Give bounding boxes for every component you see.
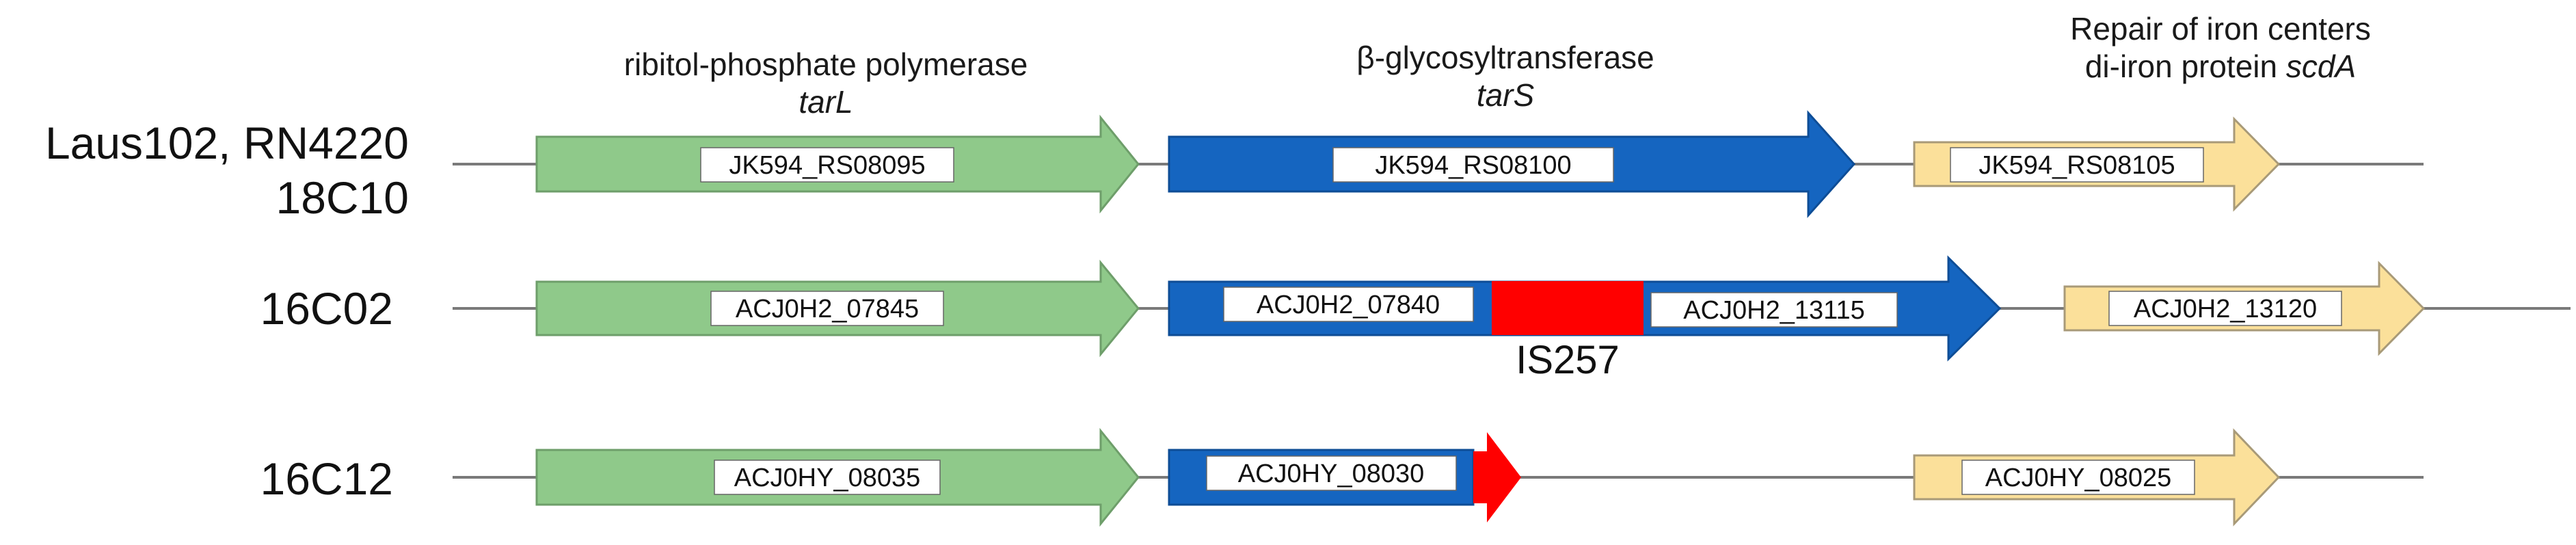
gene-arrow-scdA: ACJ0H2_13120 (2063, 261, 2426, 356)
gene-label: ACJ0HY_08025 (1985, 464, 2172, 492)
gene-arrow-tarL: ACJ0HY_08035 (535, 427, 1140, 527)
gene-label: ACJ0H2_13120 (2134, 295, 2317, 323)
insertion-arrow (1473, 432, 1521, 522)
row-16C12: 16C12 ACJ0HY_08035 ACJ0HY_08030 ACJ0HY_0… (260, 427, 2424, 527)
gene-label-right: ACJ0H2_13115 (1683, 296, 1864, 325)
gene-truncated-tarS: ACJ0HY_08030 (1168, 449, 1475, 506)
gene-label: ACJ0H2_07845 (736, 295, 919, 323)
row-label: 16C02 (260, 283, 394, 334)
header-tarL-gene: tarL (799, 84, 853, 120)
gene-label: JK594_RS08105 (1978, 151, 2175, 180)
gene-arrow-tarL: ACJ0H2_07845 (535, 259, 1140, 358)
header-tarL: ribitol-phosphate polymerase tarL (624, 46, 1028, 120)
header-tarL-description: ribitol-phosphate polymerase (624, 46, 1028, 82)
gene-arrow-scdA: ACJ0HY_08025 (1913, 428, 2281, 527)
gene-label-box (1332, 147, 1614, 183)
insertion-label: IS257 (1516, 338, 1620, 382)
gene-arrow-scdA: JK594_RS08105 (1913, 116, 2281, 212)
gene-label-box (1206, 455, 1457, 491)
gene-label: ACJ0HY_08030 (1238, 460, 1425, 488)
header-scdA: Repair of iron centers di-iron protein s… (2070, 11, 2371, 84)
header-scdA-protein: di-iron protein scdA (2085, 49, 2356, 84)
row-label-line-1: Laus102, RN4220 (45, 118, 409, 168)
row-label: 16C12 (260, 453, 394, 504)
gene-label: JK594_RS08100 (1375, 151, 1571, 180)
header-tarS: β-glycosyltransferase tarS (1356, 40, 1654, 113)
gene-label-left: ACJ0H2_07840 (1257, 291, 1440, 319)
gene-label: ACJ0HY_08035 (734, 464, 921, 492)
insertion-element-remnant (1473, 432, 1521, 522)
gene-label-box (1950, 147, 2204, 183)
row-label-line-2: 18C10 (276, 172, 410, 223)
gene-arrow-tarL: JK594_RS08095 (535, 114, 1140, 214)
gene-label-box (2108, 291, 2342, 326)
gene-label-box (710, 291, 944, 326)
row-16C02: 16C02 ACJ0H2_07845 ACJ0H2_07840 ACJ0H2_1… (260, 255, 2571, 382)
insertion-element-IS257: IS257 (1492, 281, 1643, 382)
header-scdA-gene: scdA (2286, 49, 2356, 84)
row-laus102: Laus102, RN4220 18C10 JK594_RS08095 JK59… (45, 110, 2424, 223)
header-tarS-description: β-glycosyltransferase (1356, 40, 1654, 75)
gene-arrow-tarS: JK594_RS08100 (1168, 110, 1856, 218)
gene-label: JK594_RS08095 (729, 151, 925, 180)
gene-label-box-right (1650, 292, 1898, 328)
header-scdA-description: Repair of iron centers (2070, 11, 2371, 46)
gene-label-box (700, 147, 954, 183)
header-tarS-gene: tarS (1477, 77, 1535, 113)
gene-label-box (714, 460, 941, 495)
gene-label-box-left (1223, 287, 1474, 322)
header-scdA-protein-text: di-iron protein (2085, 49, 2286, 84)
gene-label-box (1961, 460, 2195, 495)
insertion-block (1492, 281, 1643, 335)
